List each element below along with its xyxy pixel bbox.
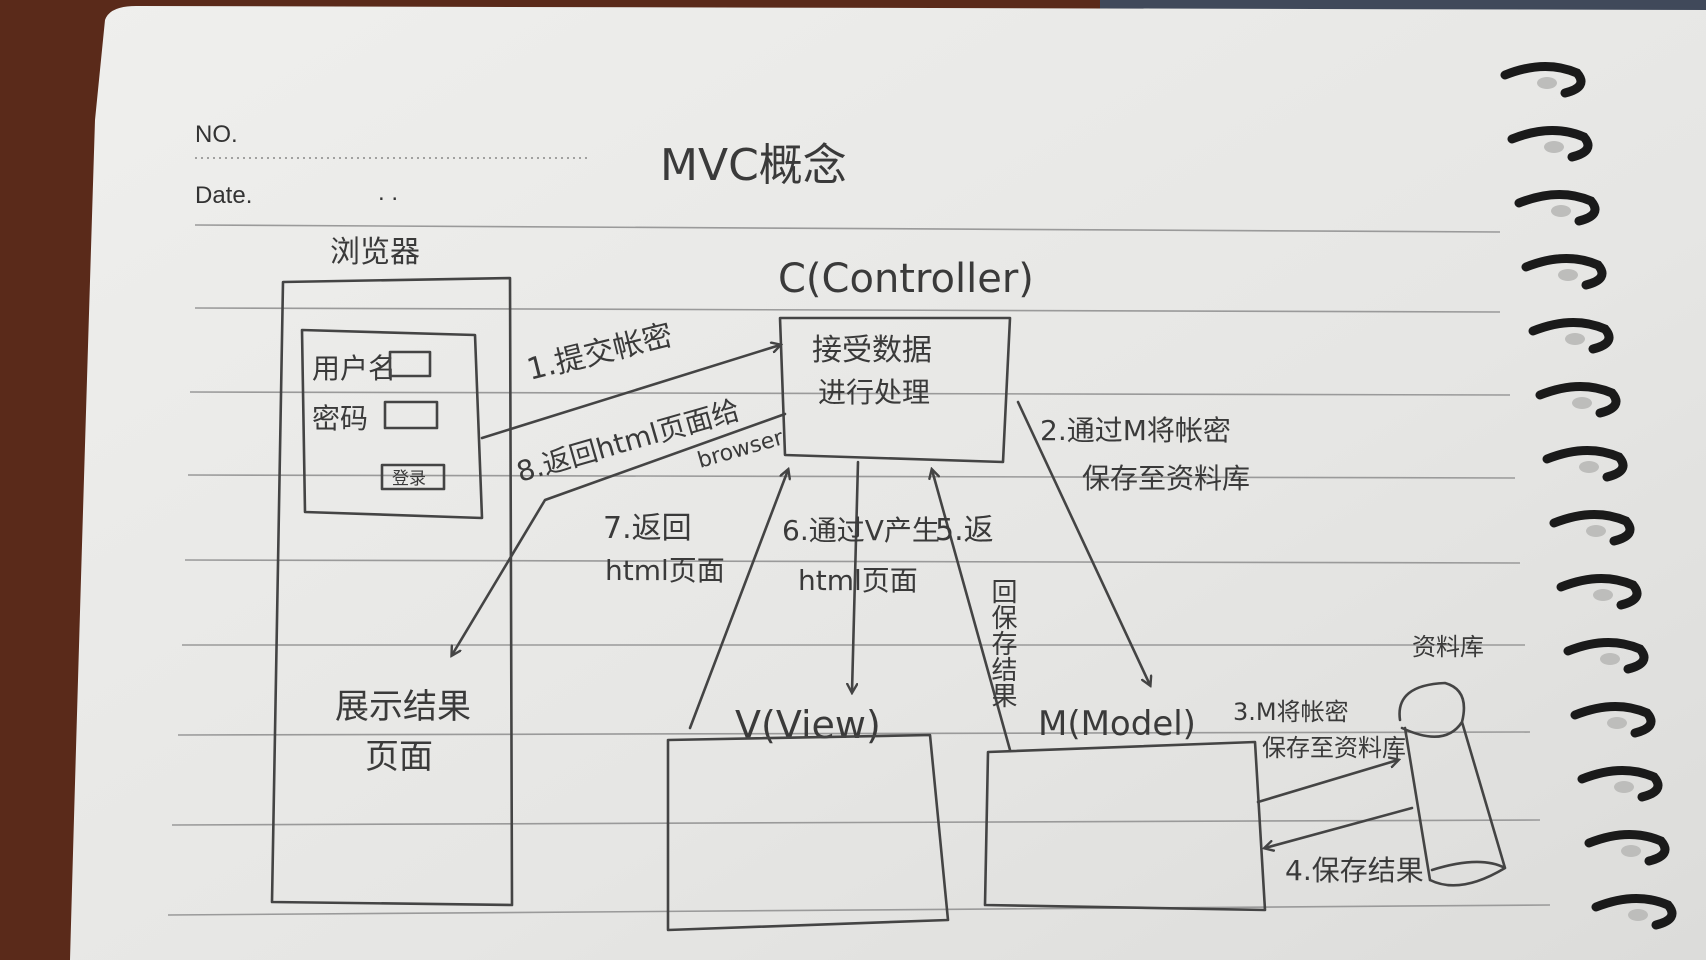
binding-hole [1551,205,1571,217]
arrow-step4 [1265,806,1414,848]
binding-hole [1537,77,1557,89]
binding-hole [1565,333,1585,345]
controller-body-line2: 进行处理 [818,376,930,409]
step2-label-line1: 2.通过M将帐密 [1040,414,1231,447]
arrow-step2 [1016,400,1150,685]
binding-hole [1614,781,1634,793]
result-page-line1: 展示结果 [335,687,471,727]
database-cylinder-icon [1398,681,1507,887]
step5-label-vertical: 回保存结果 [987,578,1017,708]
binding-hole [1628,909,1648,921]
binding-hole [1600,653,1620,665]
binding-ring [1591,893,1677,930]
no-label: NO. [195,121,238,148]
step6-label-line1: 6.通过V产生 [782,514,940,547]
model-label: M(Model) [1038,704,1196,744]
password-input-box [383,400,439,430]
model-node: M(Model) [983,704,1267,912]
binding-hole [1586,525,1606,537]
binding-ring [1507,125,1593,162]
arrow-step5 [932,470,1012,752]
binding-hole [1558,269,1578,281]
view-label: V(View) [735,703,881,747]
arrow-step1 [480,345,780,440]
ruled-lines [167,157,1551,916]
arrow-step6 [852,460,860,692]
binding-hole [1621,845,1641,857]
page-title: MVC概念 [660,140,847,191]
binding-ring [1556,573,1642,610]
database-node: 资料库 [1398,633,1507,887]
binding-hole [1572,397,1592,409]
binding-ring [1542,445,1628,482]
binding-ring [1500,61,1586,98]
date-dots: . . [378,179,398,206]
binding-ring [1577,765,1663,802]
controller-body-line1: 接受数据 [812,333,932,368]
binding-ring [1584,829,1670,866]
result-page-line2: 页面 [365,737,433,777]
binding-ring [1549,509,1635,546]
arrow-step3 [1256,760,1398,804]
arrow-step8 [452,412,787,655]
step3-label-line2: 保存至资料库 [1262,734,1406,762]
browser-label: 浏览器 [330,235,420,270]
controller-node: C(Controller) 接受数据 进行处理 [778,256,1034,464]
controller-label: C(Controller) [778,256,1034,302]
step4-label: 4.保存结果 [1285,854,1424,887]
binding-ring [1528,317,1614,354]
step2-label-line2: 保存至资料库 [1082,462,1250,495]
date-label: Date. [195,182,252,209]
binding-ring [1521,253,1607,290]
step5-label-prefix: 5.返 [935,513,994,548]
database-label: 资料库 [1412,633,1484,661]
binding-hole [1579,461,1599,473]
step3-label-line1: 3.M将帐密 [1233,698,1349,726]
binding-ring [1535,381,1621,418]
login-form-box [300,328,484,520]
arrow-step7 [688,470,788,730]
browser-node: 浏览器 用户名 密码 登录 展示结果 页面 [270,235,514,907]
binding-hole [1593,589,1613,601]
notebook-page [70,5,1706,960]
username-input-box [388,350,432,378]
password-label: 密码 [312,402,368,435]
step6-label-line2: html页面 [798,564,918,597]
flow-arrows [452,345,1414,848]
binding-ring [1563,637,1649,674]
view-node: V(View) [666,703,950,932]
binding-hole [1544,141,1564,153]
login-button-label: 登录 [392,469,426,489]
step7-label-line1: 7.返回 [603,511,692,546]
binding-ring [1570,701,1656,738]
spiral-binding [1500,61,1677,930]
step7-label-line2: html页面 [605,554,725,587]
login-button-box [380,463,446,491]
binding-ring [1514,189,1600,226]
binding-hole [1607,717,1627,729]
username-label: 用户名 [312,352,396,385]
